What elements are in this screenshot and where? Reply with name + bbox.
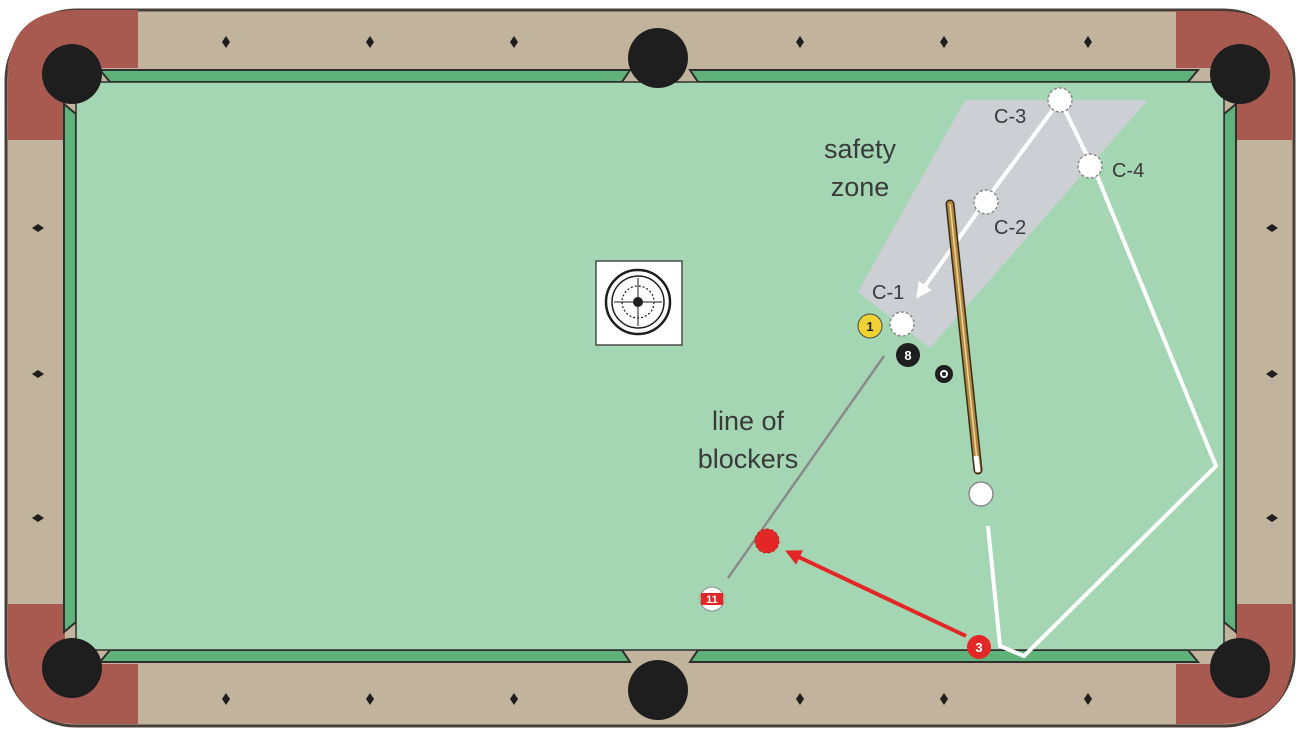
cue-position-c1 xyxy=(890,312,914,336)
cue-position-c3 xyxy=(1048,88,1072,112)
ball-1-number: 1 xyxy=(866,319,873,334)
ball-11-number: 11 xyxy=(706,594,718,606)
ball-8-number: 8 xyxy=(904,348,911,363)
pocket-bottom-middle xyxy=(628,660,688,720)
pocket-top-middle xyxy=(628,28,688,88)
pocket-top-left xyxy=(42,44,102,104)
c3-label: C-3 xyxy=(994,106,1026,128)
red-ball-target xyxy=(755,529,779,553)
pocket-bottom-left xyxy=(42,638,102,698)
target-icon xyxy=(596,261,682,345)
ball-3: 3 xyxy=(967,635,991,659)
cue-position-c2 xyxy=(974,190,998,214)
ball-3-number: 3 xyxy=(975,640,982,655)
safety-zone-label-line2: zone xyxy=(831,172,890,202)
c1-label: C-1 xyxy=(872,282,904,304)
small-ball xyxy=(935,365,953,383)
c2-label: C-2 xyxy=(994,217,1026,239)
ball-8: 8 xyxy=(896,343,920,367)
cue-ball xyxy=(969,482,993,506)
blockers-label-line2: blockers xyxy=(698,444,799,474)
safety-zone-label-line1: safety xyxy=(824,134,897,164)
pocket-bottom-right xyxy=(1210,638,1270,698)
ball-11: 11 xyxy=(700,587,724,611)
c4-label: C-4 xyxy=(1112,160,1144,182)
pocket-top-right xyxy=(1210,44,1270,104)
cue-position-c4 xyxy=(1078,154,1102,178)
ball-1: 1 xyxy=(858,314,882,338)
blockers-label-line1: line of xyxy=(712,406,785,436)
